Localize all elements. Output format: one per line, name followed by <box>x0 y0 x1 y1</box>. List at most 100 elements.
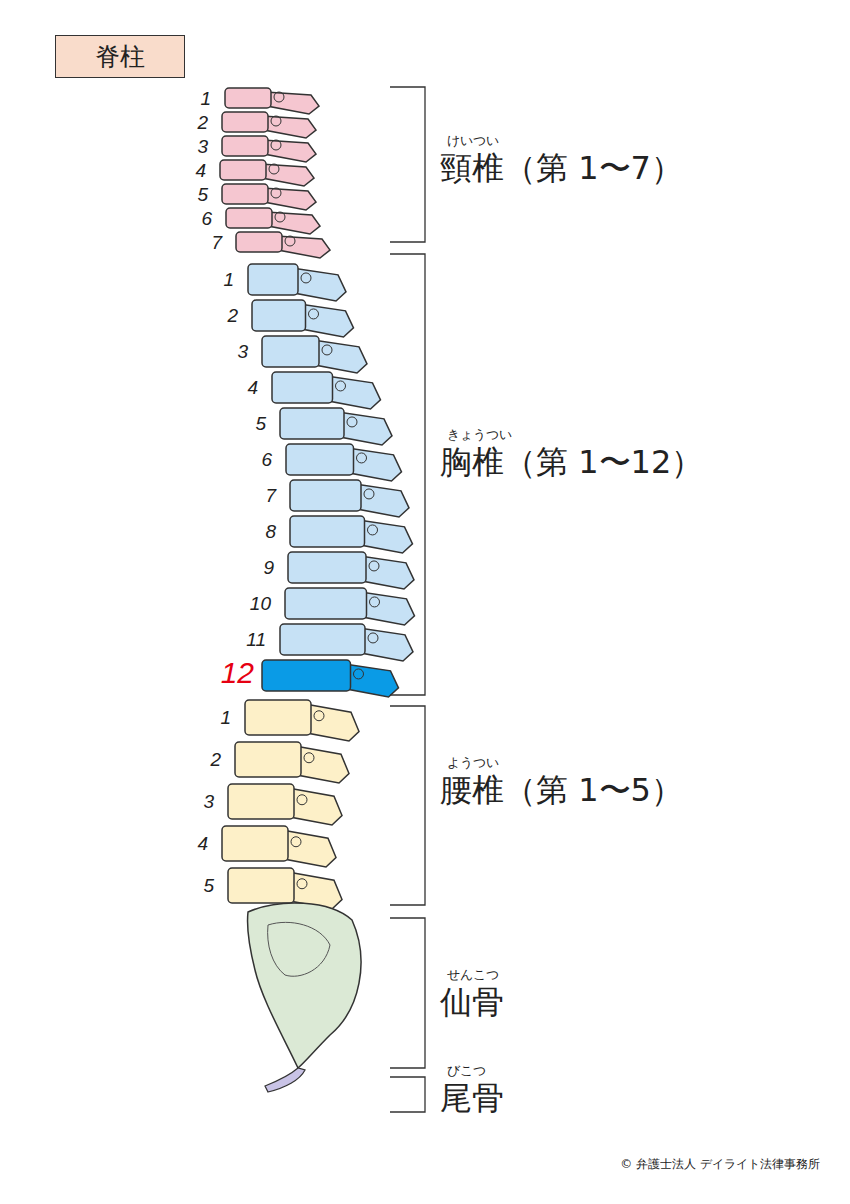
vertebral-body <box>288 552 366 583</box>
sacrum-detail <box>268 922 330 976</box>
callout-number: 3 <box>197 137 208 156</box>
vertebral-body <box>225 88 271 108</box>
spinous-process <box>288 788 342 825</box>
spinous-process <box>305 704 359 741</box>
callout-number: 7 <box>211 233 222 252</box>
region-label: 尾骨 <box>440 1082 504 1114</box>
callout-number: 4 <box>195 161 206 180</box>
copyright: © 弁護士法人 デイライト法律事務所 <box>620 1158 820 1170</box>
spinous-process <box>262 140 316 162</box>
title-box: 脊柱 <box>55 35 185 78</box>
spinous-process <box>276 236 330 258</box>
coccyx <box>265 1068 305 1092</box>
vertebral-body <box>222 112 268 132</box>
callout-number: 1 <box>200 89 211 108</box>
spinous-process <box>359 520 413 553</box>
vertebral-body <box>280 624 365 655</box>
callout-number: 9 <box>263 558 274 577</box>
region-label: 胸椎（第 1〜12） <box>440 446 703 478</box>
callout-number: 5 <box>255 414 266 433</box>
spinous-process <box>355 484 409 517</box>
spinous-process <box>262 116 316 138</box>
vertebral-body <box>222 136 268 156</box>
callout-number: 3 <box>203 792 214 811</box>
facet <box>291 837 301 847</box>
spinous-process <box>338 412 392 445</box>
callout-number: 8 <box>265 522 276 541</box>
spinous-process <box>295 746 349 783</box>
facet <box>370 597 380 607</box>
spinous-process <box>300 304 354 337</box>
facet <box>364 489 374 499</box>
callout-number: 11 <box>246 630 266 649</box>
callout-number: 4 <box>197 834 208 853</box>
callout-number: 2 <box>210 750 221 769</box>
facet <box>368 525 378 535</box>
callout-number: 7 <box>265 486 276 505</box>
spinous-process <box>260 164 314 186</box>
bracket <box>390 1077 425 1112</box>
spinous-process <box>292 268 346 301</box>
callout-number: 6 <box>261 450 272 469</box>
facet <box>347 417 357 427</box>
ruby: びこつ <box>447 1064 486 1077</box>
vertebral-body <box>286 444 354 475</box>
callout-number: 5 <box>197 185 208 204</box>
facet <box>271 140 281 150</box>
facet <box>309 309 319 319</box>
bracket <box>390 254 425 695</box>
spinous-process <box>360 556 414 589</box>
facet <box>274 92 284 102</box>
spinous-process <box>348 448 402 481</box>
vertebral-body <box>285 588 367 619</box>
sacrum <box>247 903 360 1068</box>
facet <box>368 633 378 643</box>
callout-number: 2 <box>227 306 238 325</box>
ruby: きょうつい <box>447 428 512 441</box>
facet <box>304 753 314 763</box>
callout-number: 1 <box>223 270 234 289</box>
title: 脊柱 <box>95 40 145 73</box>
spinous-process <box>345 664 399 697</box>
callout-number: 6 <box>201 209 212 228</box>
vertebral-body <box>280 408 344 439</box>
callout-number: 1 <box>220 708 231 727</box>
region-label: 仙骨 <box>440 986 504 1018</box>
spinous-process <box>262 188 316 210</box>
spinous-process <box>361 592 415 625</box>
spinous-process <box>265 92 319 114</box>
region-label: 腰椎（第 1〜5） <box>440 774 683 806</box>
facet <box>314 711 324 721</box>
facet <box>285 236 295 246</box>
facet <box>297 879 307 889</box>
facet <box>322 345 332 355</box>
facet <box>336 381 346 391</box>
region-label: 頸椎（第 1〜7） <box>440 152 683 184</box>
spinous-process <box>282 830 336 867</box>
ruby: ようつい <box>447 756 499 769</box>
facet <box>269 164 279 174</box>
callout-number: 3 <box>237 342 248 361</box>
vertebral-body <box>245 700 311 735</box>
spinous-process <box>266 212 320 234</box>
facet <box>301 273 311 283</box>
vertebral-body <box>252 300 306 331</box>
facet <box>354 669 364 679</box>
vertebral-body <box>290 480 361 511</box>
vertebral-body <box>228 784 294 819</box>
callout-number: 2 <box>197 113 208 132</box>
facet <box>297 795 307 805</box>
vertebral-body <box>235 742 301 777</box>
vertebral-body <box>262 660 351 691</box>
bracket <box>390 706 425 905</box>
facet <box>271 116 281 126</box>
vertebral-body <box>248 264 298 295</box>
facet <box>369 561 379 571</box>
ruby: けいつい <box>447 134 499 147</box>
vertebral-body <box>262 336 319 367</box>
facet <box>271 188 281 198</box>
spinous-process <box>327 376 381 409</box>
spinous-process <box>313 340 367 373</box>
ruby: せんこつ <box>447 968 499 981</box>
